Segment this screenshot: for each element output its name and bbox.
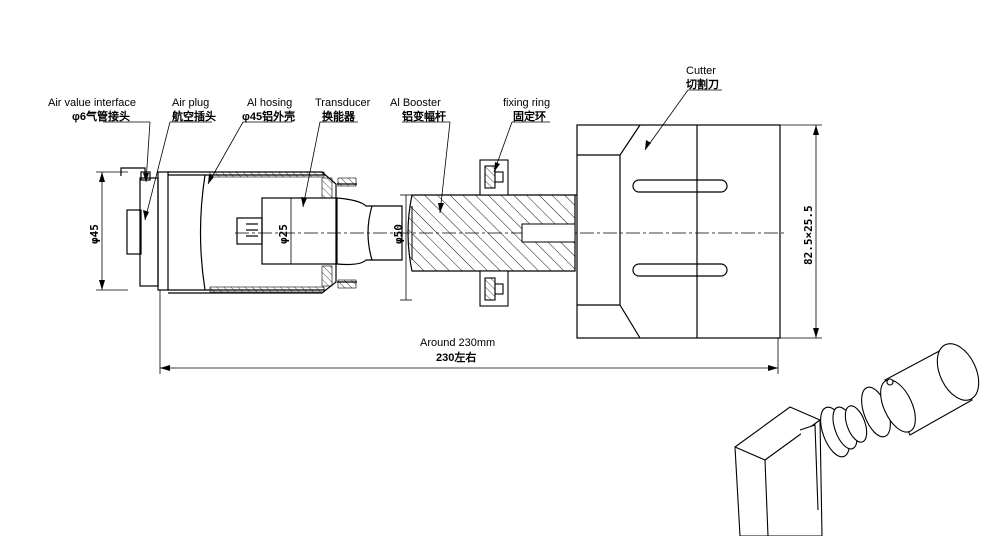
dimension-arrows	[99, 125, 819, 371]
housing-lip-bottom	[321, 265, 333, 287]
label-air-valve-cn: φ6气管接头	[72, 109, 130, 123]
label-fixing-ring-cn: 固定环	[513, 109, 546, 123]
flange-bottom	[337, 279, 357, 289]
dim-length-cn: 230左右	[436, 350, 476, 364]
leader-lines	[103, 89, 722, 221]
label-air-plug-en: Air plug	[172, 97, 209, 109]
label-air-plug-cn: 航空插头	[172, 109, 216, 123]
al-housing	[168, 171, 337, 294]
label-booster-en: Al Booster	[390, 97, 441, 109]
label-al-housing-en: Al hosing	[247, 97, 292, 109]
dim-phi50: φ50	[392, 224, 405, 244]
housing-wall-bottom	[209, 286, 325, 293]
product-sketch	[734, 343, 980, 536]
dimension-lines	[96, 124, 822, 374]
label-transducer-en: Transducer	[315, 97, 371, 109]
flange-top	[337, 177, 357, 187]
dim-phi45: φ45	[88, 224, 101, 244]
label-al-housing-cn: φ45铝外壳	[242, 109, 295, 123]
label-fixing-ring-en: fixing ring	[503, 97, 550, 109]
dim-length-en: Around 230mm	[420, 337, 495, 349]
label-cutter-cn: 切割刀	[686, 77, 719, 91]
housing-lip-top	[321, 177, 333, 199]
dim-cutter-size: 82.5×25.5	[802, 205, 815, 265]
booster-bore	[521, 223, 576, 243]
label-transducer-cn: 换能器	[322, 109, 356, 123]
housing-wall-top	[209, 171, 325, 178]
label-cutter-en: Cutter	[686, 65, 716, 77]
label-air-valve-en: Air value interface	[48, 97, 136, 109]
fixing-ring	[479, 159, 509, 307]
booster-body	[407, 194, 576, 272]
cutter	[575, 124, 781, 339]
label-booster-cn: 铝变幅杆	[402, 109, 446, 123]
leader-arrows	[143, 140, 651, 220]
end-cap	[120, 167, 169, 291]
dim-phi25: φ25	[277, 224, 290, 244]
